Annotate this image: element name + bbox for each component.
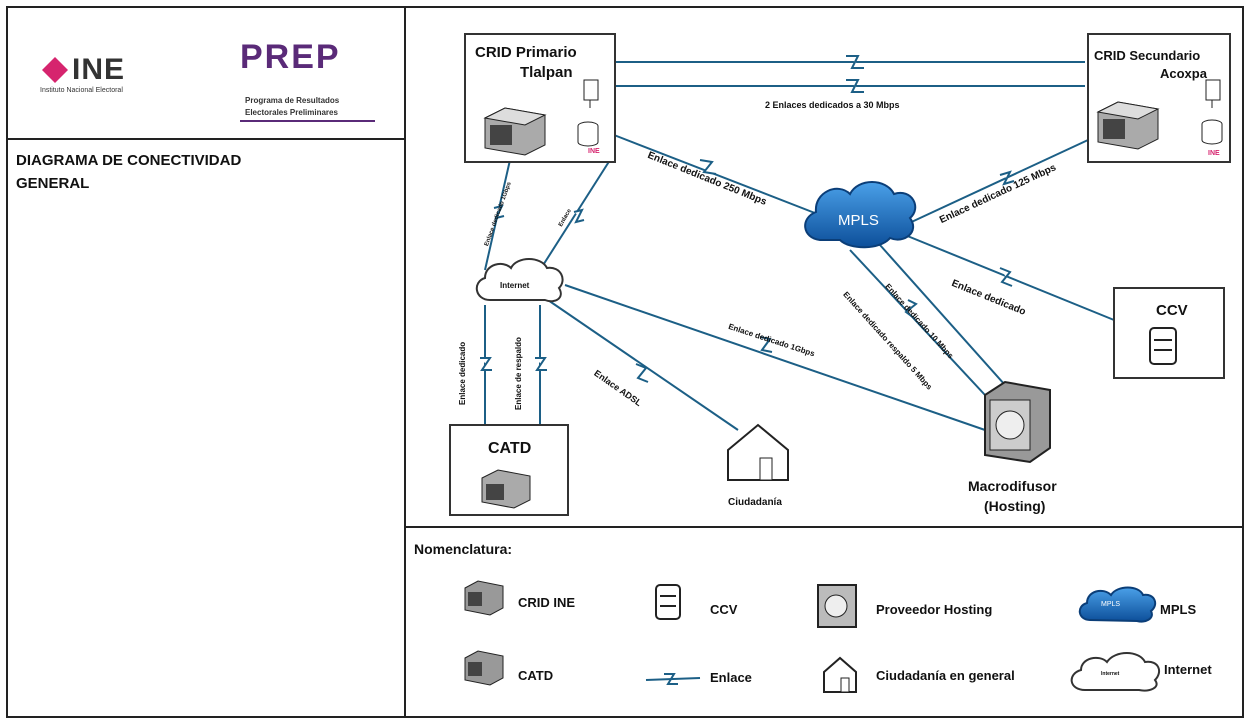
prep-underline [240,120,375,122]
link-crid2-mpls [904,139,1089,226]
zigzag-9 [493,204,505,220]
mpls-legend-cloud [1078,586,1157,623]
legend-label-ccv: CCV [710,602,738,617]
link-crid-internet-2 [539,159,611,271]
crid-primario-db-icon [577,79,599,147]
ccv-icon [655,584,681,620]
legend-title: Nomenclatura: [414,541,513,557]
legend-label-catd: CATD [518,668,554,683]
zigzag-2 [846,79,864,93]
link-mpls-macro-2 [849,249,986,396]
internet-legend-glyph: Internet [1101,671,1120,677]
link-mpls-ccv [904,234,1115,321]
ccv-label: CCV [1156,302,1188,319]
zigzag-1 [846,55,864,69]
crid-secundario-badge: INE [1208,150,1220,157]
zigzag-11 [480,357,492,371]
ine-logo-subtitle: Instituto Nacional Electoral [40,87,123,94]
catd-icon [464,650,504,686]
crid-secundario-label-line2: Acoxpa [1160,66,1207,81]
crid-secundario-db-icon [1201,79,1223,145]
zigzag-12 [535,357,547,371]
link-mpls-macro-1 [879,244,1006,386]
zigzag-3 [699,159,717,175]
legend-label-ciudadania: Ciudadanía en general [876,668,1015,683]
crid-secundario-server-icon [1096,101,1160,150]
catd-server-icon [481,469,531,509]
legend-label-crid-ine: CRID INE [518,595,576,610]
legend-label-internet: Internet [1164,662,1212,677]
hosting-icon [817,584,857,628]
enlace-icon [645,673,701,685]
legend-label-hosting: Proveedor Hosting [876,602,993,617]
prep-logo: PREP Programa de Resultados Electorales … [240,38,380,128]
crid-ine-icon [464,580,504,616]
crid-primario-badge: INE [588,148,600,155]
zigzag-5 [999,267,1013,287]
ine-diamond-icon [42,57,68,83]
link-label-crid-crid: 2 Enlaces dedicados a 30 Mbps [765,100,900,110]
legend-label-mpls: MPLS [1160,602,1197,617]
legend-label-enlace: Enlace [710,670,752,685]
link-internet-macro [564,284,986,431]
enlace-zigzags [480,55,1015,383]
crid-secundario-label-line1: CRID Secundario [1094,48,1201,63]
internet-cloud-icon [475,258,564,303]
mpls-legend-glyph: MPLS [1101,601,1121,608]
catd-label: CATD [488,440,532,457]
ccv-server-icon [1149,327,1177,365]
internet-label: Internet [500,281,530,290]
crid-primario-label-line1: CRID Primario [475,44,577,61]
link-crid-mpls [613,134,821,216]
prep-subtitle-line2: Electorales Preliminares [245,108,338,117]
mpls-cloud-icon [804,181,917,249]
prep-logo-text: PREP [240,38,341,76]
page-title-line2: GENERAL [16,175,90,192]
page-title-line1: DIAGRAMA DE CONECTIVIDAD [16,152,242,169]
ciudadania-house-icon [727,423,789,481]
macrodifusor-hosting-icon [984,380,1051,464]
macrodifusor-label-line2: (Hosting) [984,498,1046,514]
ciudadania-label: Ciudadanía [728,497,782,508]
house-icon [823,656,857,693]
link-lines [484,61,1115,431]
zigzag-8 [635,363,649,383]
internet-legend-cloud [1070,652,1161,692]
link-internet-ciudadania [544,297,739,431]
zigzag-6 [904,299,918,319]
crid-primario-label-line2: Tlalpan [520,64,573,81]
macrodifusor-label-line1: Macrodifusor [968,478,1057,494]
zigzag-7 [759,336,773,353]
legend-panel [404,526,1244,718]
ine-logo: INE Instituto Nacional Electoral [40,53,180,100]
mpls-label: MPLS [838,212,879,229]
zigzag-10 [573,208,585,224]
crid-primario-server-icon [483,107,547,156]
ine-logo-text: INE [72,53,126,86]
prep-subtitle-line1: Programa de Resultados [245,96,340,105]
zigzag-4 [999,170,1015,186]
